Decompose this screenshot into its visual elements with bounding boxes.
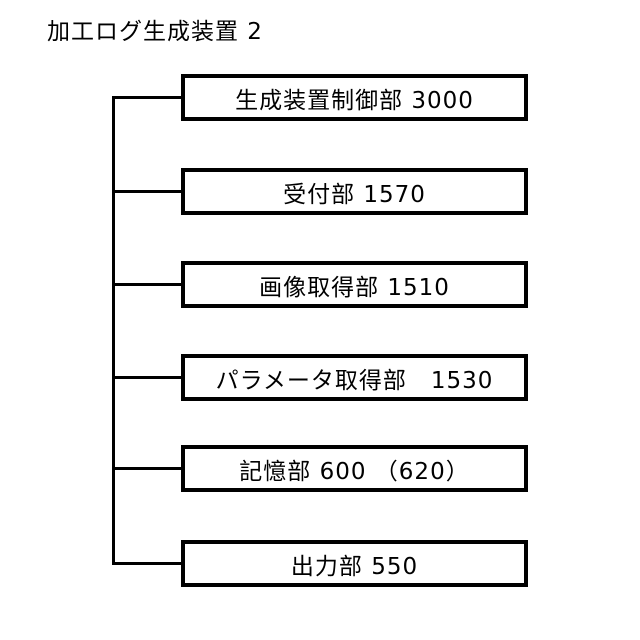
box-output-unit: 出力部 550	[181, 540, 528, 587]
connector-branch-line-4	[112, 376, 181, 379]
connector-branch-line-6	[112, 562, 181, 565]
connector-branch-line-2	[112, 190, 181, 193]
box-reception-unit-label: 受付部 1570	[283, 181, 426, 208]
box-image-acquisition-unit-label: 画像取得部 1510	[259, 274, 450, 301]
connector-branch-line-5	[112, 467, 181, 470]
box-generator-control-unit: 生成装置制御部 3000	[181, 74, 528, 121]
box-storage-unit: 記憶部 600 （620）	[181, 445, 528, 492]
connector-branch-line-1	[112, 96, 181, 99]
box-image-acquisition-unit: 画像取得部 1510	[181, 261, 528, 308]
box-reception-unit: 受付部 1570	[181, 168, 528, 215]
connector-trunk-line	[112, 96, 115, 565]
box-output-unit-label: 出力部 550	[290, 553, 419, 580]
box-storage-unit-label: 記憶部 600 （620）	[239, 458, 470, 485]
figure-title: 加工ログ生成装置 2	[47, 19, 263, 45]
box-generator-control-unit-label: 生成装置制御部 3000	[235, 87, 474, 114]
box-parameter-acquisition-unit: パラメータ取得部 1530	[181, 354, 528, 401]
connector-branch-line-3	[112, 283, 181, 286]
box-parameter-acquisition-unit-label: パラメータ取得部 1530	[215, 367, 494, 394]
